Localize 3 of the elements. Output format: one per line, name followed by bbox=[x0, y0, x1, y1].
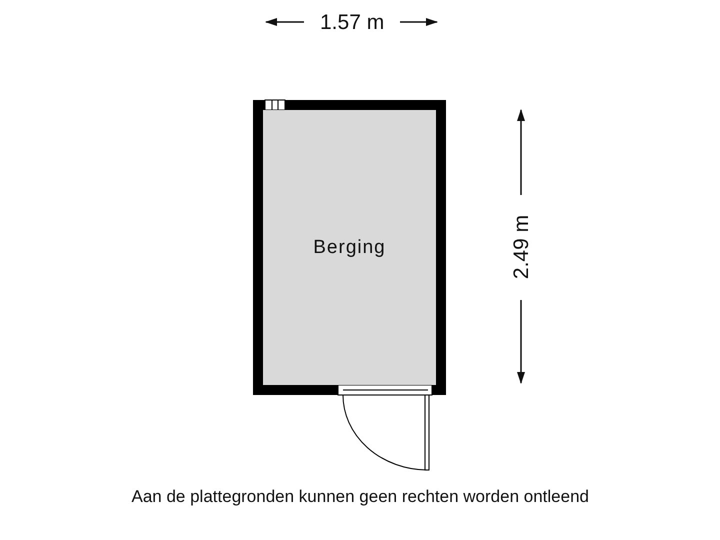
disclaimer-note: Aan de plattegronden kunnen geen rechten worden ontleend bbox=[130, 487, 591, 507]
room-area bbox=[263, 110, 436, 385]
room-name: Berging bbox=[313, 236, 386, 258]
